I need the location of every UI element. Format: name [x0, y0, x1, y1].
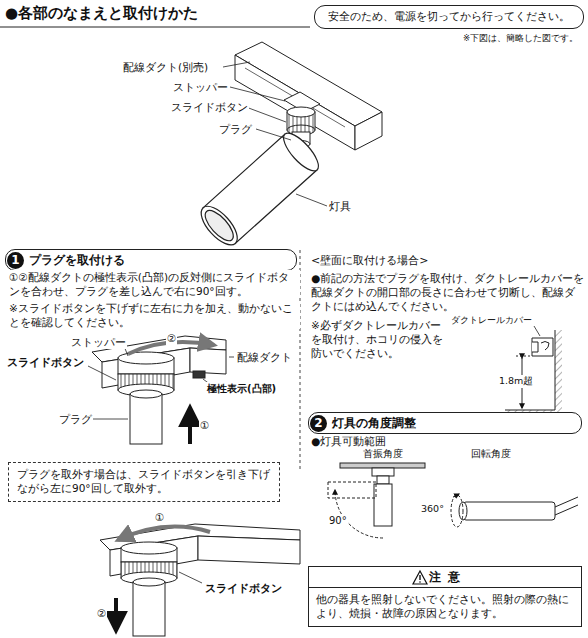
wall-section: [555, 330, 562, 410]
part-name: スライドボタン: [170, 100, 249, 114]
wall-section: [532, 338, 553, 356]
swing-figure: [377, 476, 389, 484]
adapter: [118, 352, 174, 364]
rotation-figure: [451, 494, 578, 527]
adapter: [121, 542, 177, 636]
figure-label: 首振角度: [362, 447, 404, 461]
lamp-body: [195, 128, 324, 251]
adapter: [130, 394, 162, 444]
lamp-body: [195, 200, 243, 250]
caution-text: 他の器具を照射しないでください。照射の際の熱により、焼損・故障の原因となります。: [309, 588, 581, 624]
notice-box: 安全のため、電源を切ってから行ってください。: [314, 5, 584, 29]
caution-heading: 注 意: [309, 567, 581, 588]
warning-icon: [413, 571, 427, 584]
wiring-duct: [198, 536, 300, 564]
part-name: 配線ダクト: [236, 350, 293, 364]
rotation-figure: [463, 502, 555, 520]
part-name: プラグ: [58, 412, 93, 426]
rotation-figure: [555, 505, 578, 515]
part-name: 極性表示(凸部): [206, 382, 277, 396]
leader-line: [229, 357, 234, 358]
instruction-note: ※必ずダクトレールカバーを取付け、ホコリの侵入を防いでください。: [310, 318, 446, 361]
lamp-body: [201, 206, 238, 245]
section-subtitle: <壁面に取付ける場合>: [310, 254, 429, 269]
lamp-body: [278, 128, 323, 176]
figure-label: 回転角度: [470, 447, 512, 461]
wiring-duct: [190, 348, 226, 374]
part-name: ストッパー: [70, 335, 127, 349]
dimension: 1.8m超: [498, 375, 534, 388]
part-name: ストッパー: [172, 80, 229, 94]
insert-arrow: [188, 408, 192, 444]
rotation-figure: [453, 494, 459, 497]
warning-icon: [419, 575, 420, 580]
swing-figure: [340, 463, 425, 468]
leader-line: [179, 572, 202, 583]
leader-line: [223, 62, 250, 67]
angle-value: 360°: [420, 503, 445, 516]
rotation-figure: [451, 495, 463, 527]
note: ※下図は、簡略した図です。: [462, 33, 584, 44]
leader-line: [534, 326, 540, 336]
page-title: ●各部のなまえと取付けかた: [5, 4, 198, 23]
part-name: スライドボタン: [204, 582, 283, 597]
callout-number: ①: [199, 418, 210, 432]
wall-section: [532, 342, 538, 352]
leader-line: [246, 107, 286, 122]
turn-arrow: [118, 527, 210, 540]
rotation-figure: [555, 497, 578, 507]
adapter: [133, 582, 165, 636]
caution-box: 注 意他の器具を照射しないでください。照射の際の熱により、焼損・故障の原因となり…: [308, 566, 582, 627]
section-title: 灯具の角度調整: [332, 415, 416, 432]
callout-number: ①: [154, 510, 165, 524]
wall-section: [516, 356, 532, 357]
section-title: プラグを取付ける: [29, 252, 125, 269]
leader-line: [93, 419, 128, 420]
adapter: [130, 390, 162, 398]
title-rule: [0, 27, 310, 28]
swing-figure: [372, 468, 394, 476]
part-name: 配線ダクト(別売): [122, 60, 209, 74]
warning-icon: [419, 581, 421, 583]
angle-value: 90°: [328, 514, 348, 528]
leader-line: [88, 366, 116, 380]
wall-section: [541, 342, 549, 351]
wiring-duct: [235, 42, 382, 150]
part-name: ダクトレールカバー: [450, 314, 533, 326]
note-text: 安全のため、電源を切ってから行ってください。: [323, 9, 575, 24]
swing-figure: [374, 484, 392, 526]
adapter: [133, 578, 165, 586]
note-box: プラグを取外す場合は、スライドボタンを引き下げながら左に90°回して取外す。: [8, 462, 280, 502]
wall-section: [505, 330, 562, 416]
adapter: [287, 107, 315, 117]
wiring-duct: [193, 371, 205, 378]
swing-figure: [328, 463, 425, 538]
part-name: 灯具: [328, 199, 352, 213]
leader-line: [230, 87, 285, 101]
adapter: [118, 352, 174, 444]
note-text: プラグを取外す場合は、スライドボタンを引き下げながら左に90°回して取外す。: [17, 467, 271, 495]
part-name: プラグ: [218, 122, 253, 136]
section-header: 2 灯具の角度調整: [308, 412, 582, 434]
wall-section: [505, 410, 555, 411]
pull-arrow: [114, 598, 118, 630]
section-header: 1 プラグを取付ける: [5, 249, 297, 271]
instruction-text: ①②配線ダクトの極性表示(凸部)の反対側にスライドボタンを合わせ、プラグを差し込…: [8, 270, 300, 298]
wiring-duct: [355, 112, 382, 150]
callout-number: ②: [96, 606, 107, 620]
step-number: 2: [310, 415, 327, 432]
step-number: 1: [7, 252, 24, 269]
instruction-note: ※スライドボタンを下げずに左右に力を加え、動かないことを確認してください。: [8, 301, 300, 329]
adapter: [121, 542, 177, 554]
leader-line: [296, 194, 327, 206]
wall-section: [555, 330, 556, 410]
callout-number: ②: [166, 331, 177, 345]
leader-line: [256, 129, 291, 140]
instruction-text: ●前記の方法でプラグを取付け、ダクトレールカバーを配線ダクトの開口部の長さに合わ…: [310, 271, 586, 314]
warning-icon: [413, 571, 427, 584]
part-name: スライドボタン: [6, 356, 85, 371]
